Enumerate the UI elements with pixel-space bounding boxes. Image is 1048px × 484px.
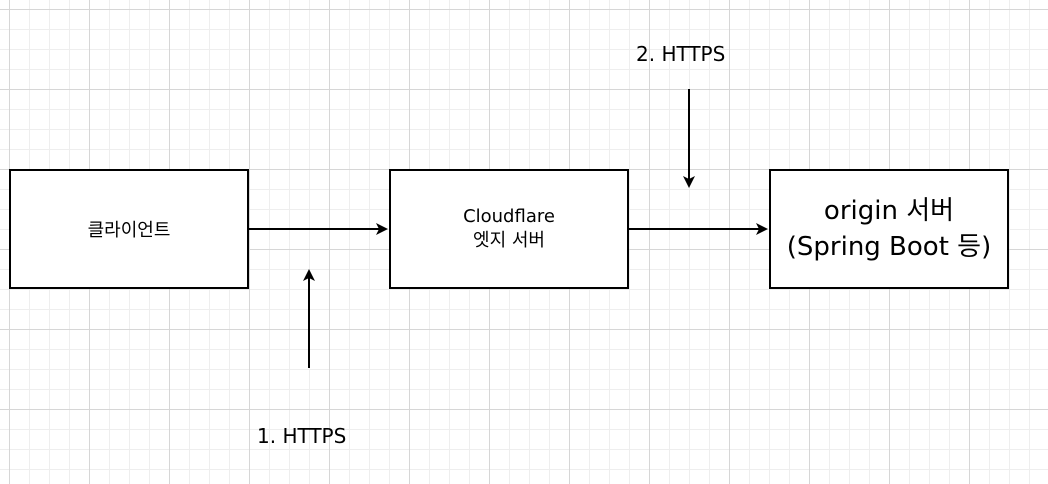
https-1-label[interactable]: 1. HTTPS — [257, 424, 347, 448]
cloudflare-edge-label-line2: 엣지 서버 — [473, 230, 545, 251]
cloudflare-edge-label-line1: Cloudflare — [463, 206, 555, 227]
client-node-label: 클라이언트 — [87, 220, 171, 241]
origin-server-node[interactable]: origin 서버 (Spring Boot 등) — [769, 169, 1009, 289]
origin-server-label-line2: (Spring Boot 등) — [786, 232, 992, 262]
client-node[interactable]: 클라이언트 — [9, 169, 249, 289]
origin-server-label-line1: origin 서버 — [823, 196, 955, 226]
cloudflare-edge-node[interactable]: Cloudflare 엣지 서버 — [389, 169, 629, 289]
https-2-label[interactable]: 2. HTTPS — [636, 42, 726, 66]
